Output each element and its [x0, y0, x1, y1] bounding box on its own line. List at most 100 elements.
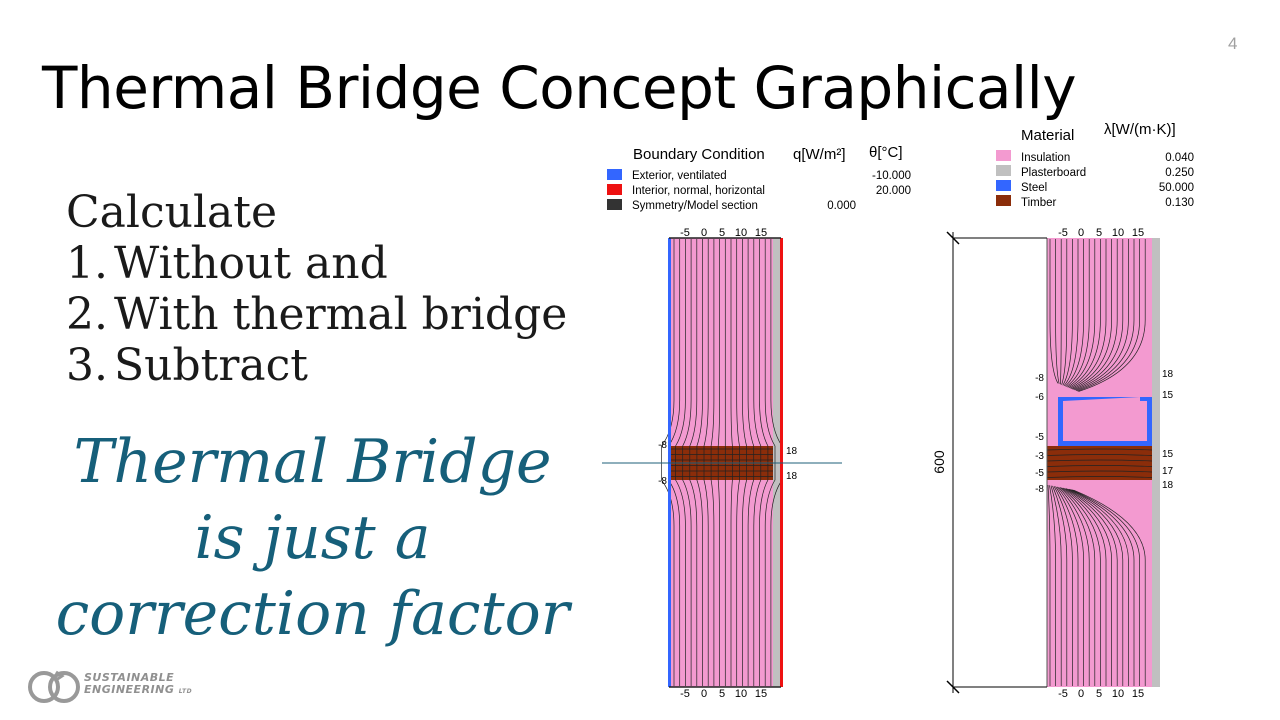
- left-wall-section: -5 0 5 10 15 -5 0 5 10 15 -8 -8 18 18: [602, 227, 842, 700]
- legend-swatch-insulation: [996, 150, 1011, 161]
- logo-line1: SUSTAINABLE: [84, 671, 175, 684]
- left-top-ticks: -5 0 5 10 15: [680, 227, 767, 239]
- isotherm-line: [1046, 465, 1153, 467]
- tick-label: 15: [755, 688, 767, 700]
- isotherm-label: 18: [1162, 480, 1174, 491]
- isotherm-line: [1073, 489, 1146, 686]
- isotherm-line: [1064, 239, 1084, 387]
- isotherm-line: [1056, 486, 1084, 686]
- legend-header: Boundary Condition: [633, 146, 765, 163]
- right-wall-section: 600 -5 0 5 10 15 -5 0 5 10 15 -8 -6 -5 -…: [931, 227, 1174, 700]
- legend-value: 50.000: [1159, 182, 1194, 194]
- step-number: 3.: [66, 340, 108, 391]
- legend-header: Material: [1021, 127, 1074, 144]
- dimension-tick-icon: [946, 231, 960, 245]
- isotherm-line: [1062, 239, 1073, 386]
- isotherm-label: 15: [1162, 390, 1174, 401]
- tick-label: 0: [1078, 688, 1084, 700]
- legend-label: Insulation: [1021, 152, 1070, 164]
- tick-label: 5: [1096, 688, 1102, 700]
- company-logo: [28, 670, 80, 703]
- legend-value: -10.000: [872, 170, 911, 182]
- isotherm-line: [1049, 485, 1056, 686]
- emphasis-line: Thermal Bridge: [73, 427, 552, 497]
- tick-label: 10: [1112, 688, 1124, 700]
- legend-value: 0.040: [1165, 152, 1194, 164]
- isotherm-line: [1061, 239, 1068, 385]
- isotherm-line: [1050, 485, 1062, 686]
- right-diagram-right-labels: 18 15 15 17 18: [1162, 369, 1174, 491]
- isotherm-label: -5: [1035, 468, 1044, 479]
- isotherm-line: [1053, 486, 1073, 686]
- legend-label: Interior, normal, horizontal: [632, 185, 765, 197]
- isotherm-line: [1066, 239, 1090, 388]
- boundary-condition-legend: Boundary Condition q[W/m²] θ[°C] Exterio…: [607, 144, 911, 212]
- isotherm-line: [1068, 488, 1129, 686]
- legend-lambda-header: λ[W/(m·K)]: [1104, 121, 1176, 138]
- steel-channel: [1058, 397, 1152, 446]
- isotherm-line: [1046, 459, 1153, 462]
- isotherm-line: [1075, 239, 1135, 391]
- dimension-label: 600: [931, 450, 947, 474]
- tick-label: 10: [1112, 227, 1124, 239]
- isotherm-line: [1067, 239, 1096, 388]
- isotherm-line: [1046, 448, 1153, 451]
- plasterboard-layer: [1152, 238, 1160, 687]
- isotherm-line: [1078, 239, 1146, 392]
- isotherm-line: [1062, 487, 1107, 686]
- tick-label: 10: [735, 688, 747, 700]
- isotherm-line: [1052, 485, 1068, 686]
- legend-label: Timber: [1021, 197, 1057, 209]
- legend-swatch-steel: [996, 180, 1011, 191]
- isotherm-line: [1071, 489, 1140, 686]
- legend-value: 0.000: [827, 200, 856, 212]
- legend-swatch-exterior: [607, 169, 622, 180]
- legend-q-header: q[W/m²]: [793, 146, 846, 163]
- legend-swatch-interior: [607, 184, 622, 195]
- isotherm-line: [1070, 489, 1135, 686]
- logo-arrow-icon: [55, 670, 65, 682]
- isotherm-label: 18: [786, 471, 798, 482]
- legend-swatch-symmetry: [607, 199, 622, 210]
- legend-value: 20.000: [876, 185, 911, 197]
- emphasis-line: is just a: [194, 503, 431, 573]
- right-bottom-ticks: -5 0 5 10 15: [1058, 688, 1144, 700]
- isotherm-line: [1061, 487, 1101, 686]
- tick-label: 15: [1132, 227, 1144, 239]
- legend-swatch-timber: [996, 195, 1011, 206]
- left-side-labels: -8 -8: [658, 440, 667, 487]
- emphasis-line: correction factor: [55, 579, 570, 649]
- isotherm-line: [1046, 470, 1153, 473]
- isotherm-line: [1058, 486, 1090, 686]
- tick-label: -5: [680, 688, 690, 700]
- right-isotherms: [1046, 239, 1153, 686]
- isotherm-line: [1071, 239, 1112, 389]
- step-number: 2.: [66, 289, 108, 340]
- tick-label: 0: [1078, 227, 1084, 239]
- step-text: Subtract: [114, 340, 308, 391]
- dimension-tick-icon: [946, 680, 960, 694]
- isotherm-label: -8: [658, 440, 667, 451]
- emphasis-statement: Thermal Bridge is just a correction fact…: [40, 424, 585, 652]
- step-text: Without and: [114, 238, 388, 289]
- isotherm-label: -5: [1035, 432, 1044, 443]
- isotherm-line: [1077, 239, 1140, 392]
- isotherm-label: 18: [786, 446, 798, 457]
- tick-label: 15: [755, 227, 767, 239]
- legend-label: Steel: [1021, 182, 1047, 194]
- logo-ltd: LTD: [178, 688, 193, 695]
- isotherm-line: [1060, 239, 1062, 385]
- isotherm-line: [1059, 487, 1096, 686]
- isotherm-label: -3: [1035, 451, 1044, 462]
- logo-ring-icon: [48, 671, 80, 703]
- isotherm-label: -6: [1035, 392, 1044, 403]
- isotherm-line: [1046, 476, 1153, 478]
- step-text: With thermal bridge: [114, 289, 568, 340]
- legend-theta-header: θ[°C]: [869, 144, 903, 161]
- isotherm-line: [1055, 486, 1079, 686]
- material-legend: Material λ[W/(m·K)] Insulation 0.040 Pla…: [996, 121, 1194, 209]
- isotherm-line: [1067, 488, 1124, 686]
- tick-label: -5: [680, 227, 690, 239]
- timber-plate: [1047, 446, 1152, 480]
